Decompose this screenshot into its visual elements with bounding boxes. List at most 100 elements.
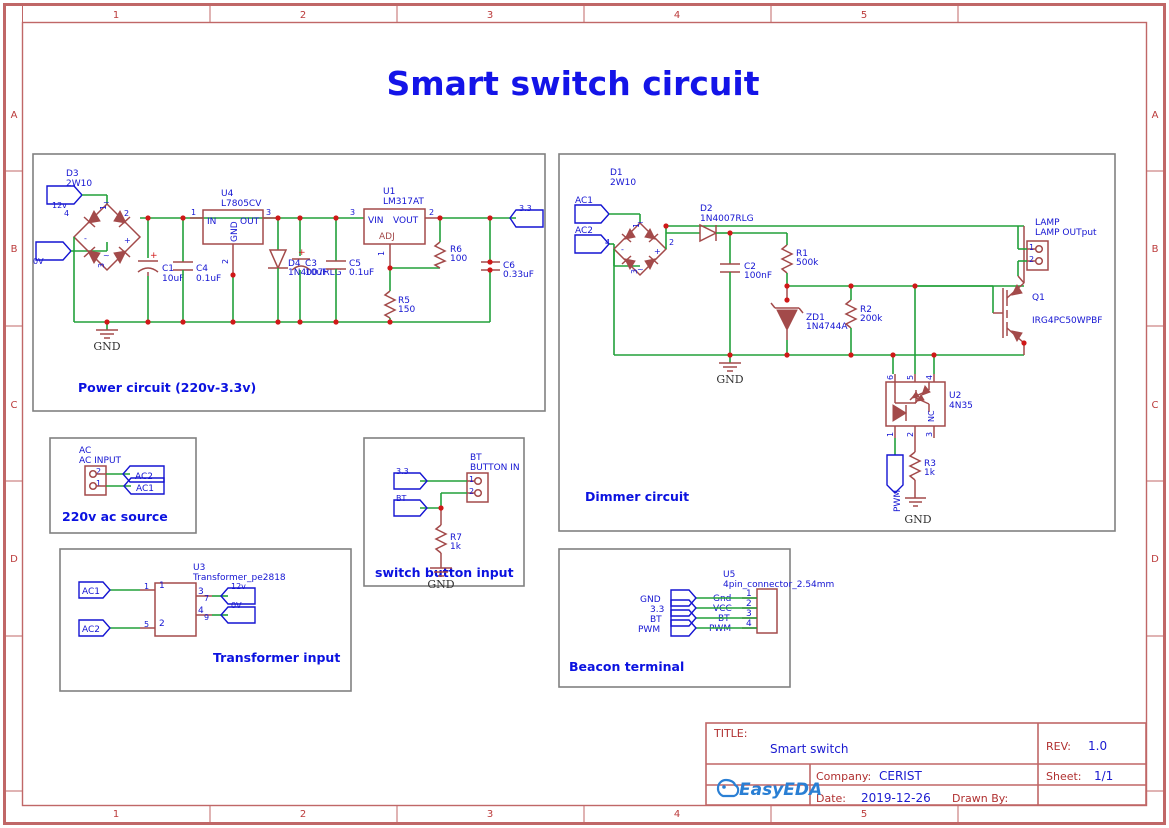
ruler-left: A B C D	[6, 110, 23, 792]
component-C1[interactable]: + C1 10uF	[137, 218, 184, 322]
U4-pin-out-name: OUT	[240, 217, 260, 227]
D2-value: 1N4007RLG	[700, 214, 754, 224]
LAMP-ref: LAMP	[1035, 218, 1060, 228]
component-U4[interactable]: U4 L7805CV IN GND OUT 1 2 3	[190, 189, 278, 322]
port-0v-transformer[interactable]: 0V	[220, 601, 256, 624]
R3-value: 1k	[924, 468, 936, 478]
component-BT[interactable]: BT BUTTON IN 1 2	[420, 453, 520, 509]
component-C5[interactable]: C5 0.1uF	[326, 218, 374, 322]
component-R3[interactable]: R3 1k GND	[904, 438, 936, 526]
beacon-caption: Beacon terminal	[569, 659, 684, 674]
component-C6[interactable]: C6 0.33uF	[440, 217, 534, 322]
component-Q1[interactable]: Q1 IRG4PC50WPBF	[993, 226, 1102, 355]
D3-sym-bot: ~	[103, 251, 110, 260]
D1-pin-2: 2	[669, 238, 674, 247]
port-ac2-label: AC2	[575, 226, 593, 236]
U5-pin-3: 3	[746, 609, 752, 619]
dimmer-circuit-caption: Dimmer circuit	[585, 489, 689, 504]
port-pwm-label: PWM	[893, 490, 903, 512]
row-label-A: A	[11, 110, 18, 121]
component-D3[interactable]: D3 2W10 - + ~ ~ 1 2 3 4	[64, 169, 142, 272]
component-AC[interactable]: AC AC INPUT 2 1	[79, 446, 131, 496]
component-C3[interactable]: + C3 10uF	[291, 218, 327, 322]
row-label-C: C	[11, 400, 18, 411]
C1-ref: C1	[162, 264, 174, 274]
sheet-value: 1/1	[1094, 769, 1113, 783]
col-label-bottom-4: 4	[674, 809, 680, 820]
port-33-beacon-label: 3.3	[650, 605, 664, 615]
component-C2[interactable]: C2 100nF	[720, 233, 772, 355]
component-LAMP[interactable]: LAMP LAMP OUTput 1 2	[1017, 218, 1097, 284]
AC-ref: AC	[79, 446, 91, 456]
ruler-bottom: 1 2 3 4 5	[113, 805, 959, 822]
U5-pinname-gnd: Gnd	[713, 594, 731, 604]
port-33-label: 3.3	[519, 204, 532, 213]
D1-sym-top: ~	[637, 218, 644, 227]
component-D4[interactable]: D4 1N4007RLG	[268, 218, 342, 322]
port-pwm-dimmer[interactable]: PWM	[886, 438, 904, 512]
port-33-switch[interactable]: 3.3	[393, 467, 428, 490]
U1-pin-2: 2	[429, 208, 434, 217]
LAMP-pin-2: 2	[1029, 255, 1034, 264]
port-pwm-beacon-label: PWM	[638, 625, 660, 635]
C6-ref: C6	[503, 261, 515, 271]
BT-ref: BT	[470, 453, 482, 463]
component-U1[interactable]: U1 LM317AT VIN VOUT ADJ 3 2 1	[350, 187, 440, 268]
gnd-label-dimmer-r3: GND	[904, 513, 931, 526]
U4-pin-2: 2	[221, 259, 230, 264]
R2-ref: R2	[860, 305, 872, 315]
port-ac1-dimmer[interactable]: AC1	[574, 196, 641, 224]
component-U2[interactable]: U2 4N35 NC	[885, 352, 973, 438]
power-circuit-caption: Power circuit (220v-3.3v)	[78, 380, 256, 395]
port-ac1-source[interactable]: AC1	[123, 477, 165, 495]
U5-pinname-bt: BT	[718, 614, 730, 624]
component-ZD1[interactable]: ZD1 1N4744A	[770, 286, 848, 355]
U1-pin-vin-name: VIN	[368, 216, 384, 226]
U4-pin-gnd-name: GND	[230, 221, 240, 242]
port-pwm-beacon[interactable]: PWM	[638, 619, 697, 637]
C5-ref: C5	[349, 259, 361, 269]
port-ac1-label: AC1	[575, 196, 593, 206]
port-ac2-transformer[interactable]: AC2	[78, 619, 111, 637]
U3-pin-2: 2	[159, 619, 165, 629]
component-U3[interactable]: U3 Transformer_pe2818 1 2 3 4 1 5 7 9	[110, 563, 286, 637]
port-12v[interactable]: 12v	[46, 185, 108, 210]
col-label-bottom-2: 2	[300, 809, 306, 820]
D1-minus: -	[621, 245, 624, 254]
component-R7[interactable]: R7 1k GND	[427, 508, 462, 591]
C3-polarity: +	[298, 248, 306, 258]
port-12v-transformer[interactable]: 12v	[220, 582, 256, 605]
ZD1-value: 1N4744A	[806, 322, 848, 332]
easyeda-logo-text: EasyEDA	[739, 780, 822, 800]
U3-pin-3: 3	[198, 587, 204, 597]
port-gnd-beacon[interactable]: GND	[640, 589, 697, 607]
port-12v-transformer-label: 12v	[231, 582, 246, 591]
component-U5[interactable]: U5 4pin_connector_2.54mm 1 2 3 4 Gnd VCC…	[696, 570, 834, 634]
C2-ref: C2	[744, 262, 756, 272]
R5-value: 150	[398, 305, 415, 315]
col-label-3: 3	[487, 10, 493, 21]
ZD1-ref: ZD1	[806, 313, 825, 323]
rev-value: 1.0	[1088, 739, 1107, 753]
gnd-symbol-power: GND	[93, 322, 121, 353]
port-bt-switch[interactable]: BT	[393, 494, 428, 517]
ac-source-block: 220v ac source AC AC INPUT 2 1 AC2 AC1	[49, 437, 197, 534]
component-R1[interactable]: R1 500k	[780, 233, 819, 286]
component-D2[interactable]: D2 1N4007RLG	[666, 204, 787, 243]
R1-ref: R1	[796, 249, 808, 259]
port-ac2-source[interactable]: AC2	[122, 465, 165, 483]
component-D1[interactable]: D1 2W10 - + ~ ~ 1 2 3 4	[605, 168, 674, 277]
title-block: TITLE: Smart switch REV: 1.0 Company: CE…	[705, 722, 1147, 806]
component-R2[interactable]: R2 200k	[844, 286, 883, 355]
port-33-power[interactable]: 3.3	[490, 204, 544, 228]
port-ac1-transformer[interactable]: AC1	[78, 581, 111, 599]
component-C4[interactable]: C4 0.1uF	[173, 218, 221, 322]
component-R5[interactable]: R5 150	[383, 268, 415, 322]
component-R6[interactable]: R6 100	[390, 218, 467, 269]
ruler-right: A B C D	[1146, 110, 1163, 792]
C5-value: 0.1uF	[349, 268, 374, 278]
U3-net-9: 9	[204, 613, 209, 622]
D4-ref: D4	[288, 259, 301, 269]
C4-value: 0.1uF	[196, 274, 221, 284]
gnd-label-power: GND	[93, 340, 120, 353]
